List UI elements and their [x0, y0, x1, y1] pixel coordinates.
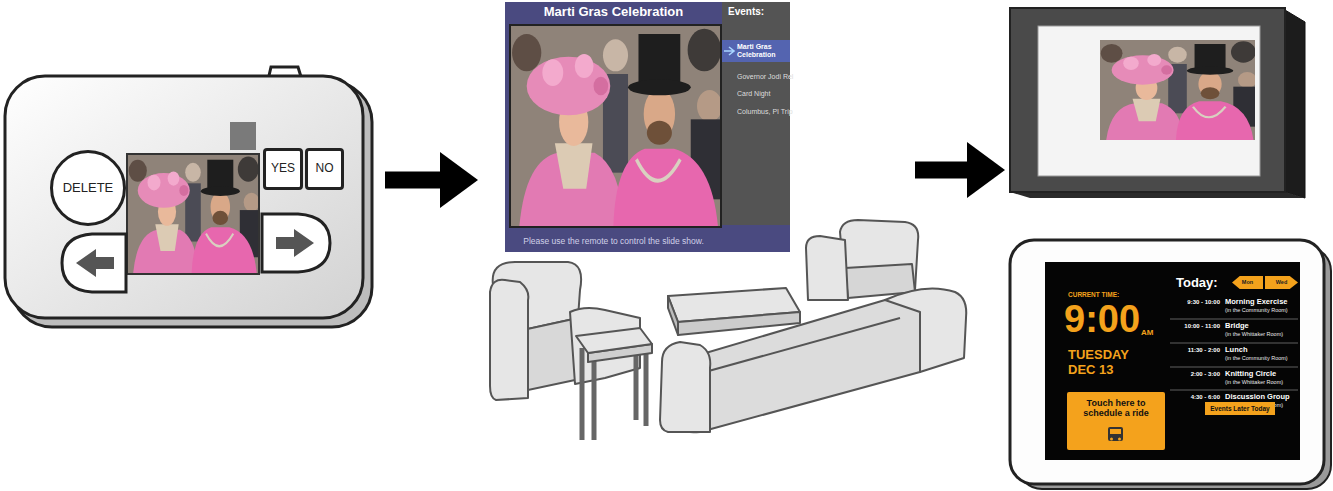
schedule-text: Bridge	[1225, 322, 1249, 330]
schedule-text: Discussion Group	[1225, 393, 1290, 401]
sofa-arm	[490, 280, 528, 400]
camera-photo	[128, 155, 259, 273]
tablet-screen	[1045, 262, 1300, 460]
photo-frame	[1010, 8, 1305, 198]
selection-arrow	[724, 47, 734, 55]
slideshow-screen: Marti Gras CelebrationPlease use the rem…	[505, 2, 790, 252]
schedule-text: (in the Community Room)	[1225, 355, 1288, 361]
right-arrow-icon	[276, 229, 314, 257]
frame-side	[1285, 10, 1305, 198]
ride-icon-wheel	[1118, 438, 1121, 441]
schedule-text: Knitting Circle	[1225, 370, 1276, 378]
button-label: Touch here to schedule a ride	[1069, 398, 1163, 418]
previous-button	[62, 234, 126, 292]
schedule-text: (in the Whittaker Room)	[1225, 331, 1283, 337]
schedule-text: Today:	[1176, 276, 1218, 291]
yes-button: YES	[263, 148, 303, 190]
couch-arm	[660, 342, 710, 432]
tablet-body	[1010, 240, 1324, 484]
digital-photo-frame	[1010, 8, 1305, 198]
slide-photo	[511, 26, 722, 226]
schedule-text: 4:30 - 6:00	[1164, 394, 1220, 401]
frame-mat	[1038, 26, 1260, 176]
flow-arrow	[385, 172, 440, 189]
viewfinder	[230, 122, 256, 150]
schedule-text: CURRENT TIME:	[1068, 291, 1119, 298]
button-label: Events Later Today	[1210, 405, 1269, 412]
ride-icon-window	[1110, 429, 1121, 434]
schedule-text: 9:30 - 10:00	[1164, 299, 1220, 306]
frame-border	[1010, 8, 1285, 192]
schedule-text: TUESDAY	[1068, 348, 1129, 363]
schedule-text: 11:30 - 2:00	[1164, 347, 1220, 354]
left-arrow-icon	[76, 249, 114, 277]
event-item: Card Night	[737, 90, 770, 98]
events-panel: Events: Marti Gras CelebrationGovernor Jo…	[722, 2, 790, 225]
next-day-button: Wed	[1265, 276, 1298, 289]
flow-arrow	[915, 162, 967, 179]
camera-body	[5, 76, 363, 318]
screen-background	[505, 2, 790, 252]
button-label: YES	[271, 162, 295, 175]
side-table-top	[576, 328, 652, 353]
button-label: NO	[316, 162, 334, 175]
schedule-text: (in the Whittaker Room)	[1225, 379, 1283, 385]
touch-tablet	[1010, 240, 1331, 489]
ride-icon	[1108, 427, 1123, 441]
no-button: NO	[305, 148, 344, 190]
camera-device: DELETE YES NO	[5, 67, 365, 320]
ride-button: Touch here to schedule a ride	[1067, 392, 1165, 450]
event-item: Columbus, PI Trip	[737, 108, 793, 116]
living-room-furniture	[490, 220, 966, 440]
schedule-text: (in the Community Room)	[1225, 307, 1288, 313]
button-label: DELETE	[63, 181, 114, 196]
schedule-text: 2:00 - 3:00	[1164, 371, 1220, 378]
previous-day-button: Mon	[1232, 276, 1263, 289]
armchair-arm	[806, 236, 848, 300]
frame-photo	[1100, 40, 1257, 140]
schedule-separators	[1170, 319, 1298, 390]
later-events-button: Events Later Today	[1205, 402, 1275, 415]
slide-frame	[509, 24, 722, 228]
ride-icon-wheel	[1110, 438, 1113, 441]
button-label: Wed	[1276, 279, 1288, 285]
event-item: Events:	[728, 6, 764, 17]
couch-cushion-line	[705, 318, 900, 372]
screen-text: Marti Gras Celebration	[505, 5, 722, 20]
screen-text: Please use the remote to control the sli…	[505, 237, 722, 247]
projection-screen	[505, 2, 790, 252]
schedule-text: 9:00	[1064, 300, 1140, 338]
button-label: Mon	[1242, 279, 1253, 285]
camera-screen	[126, 153, 260, 275]
coffee-table-side	[668, 296, 678, 335]
camera-illustration	[5, 67, 372, 327]
delete-button: DELETE	[50, 150, 126, 226]
schedule-text: 10:00 - 11:00	[1164, 323, 1220, 330]
schedule-tablet: CURRENT TIME: 9:00AM TUESDAYDEC 13 Today: 9:…	[1010, 240, 1330, 488]
event-item: Marti Gras Celebration	[722, 40, 790, 62]
tablet-depth	[1018, 247, 1331, 489]
schedule-text: Morning Exercise	[1225, 298, 1288, 306]
event-item: Governor Jodi Rel	[737, 73, 793, 81]
schedule-text: Lunch	[1225, 346, 1248, 354]
schedule-text: DEC 13	[1068, 363, 1114, 378]
schedule-text: AM	[1141, 329, 1153, 338]
next-button	[262, 214, 330, 272]
